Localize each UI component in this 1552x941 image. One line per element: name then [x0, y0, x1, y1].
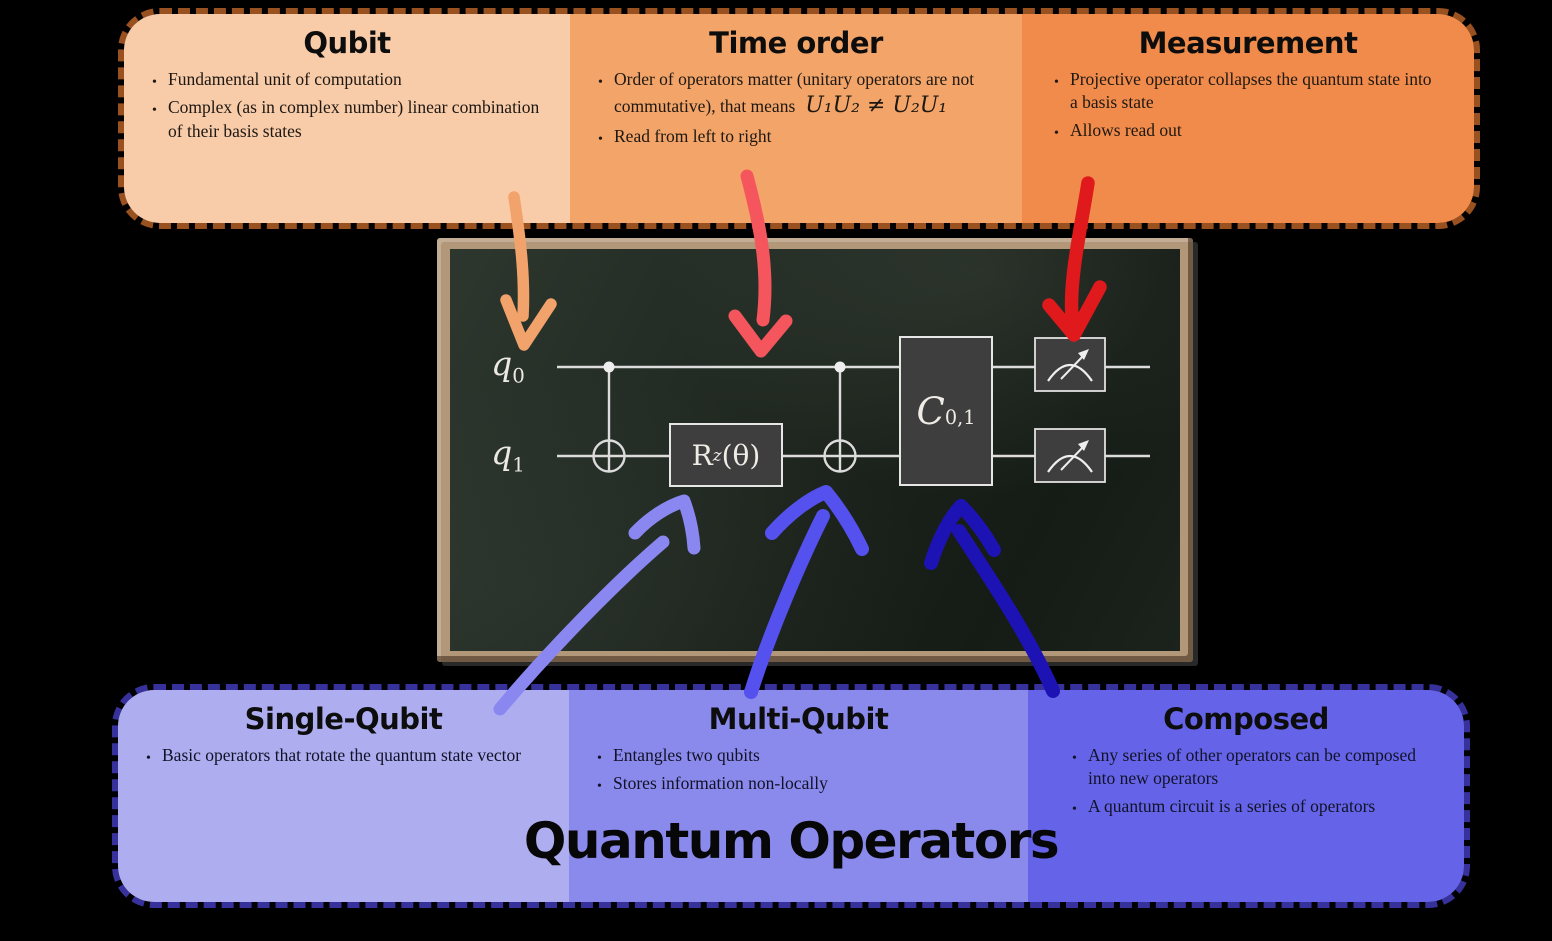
measurement-gate-q0 [1034, 337, 1106, 392]
bullet-item: A quantum circuit is a series of operato… [1072, 795, 1422, 818]
c01-base: C [916, 389, 945, 433]
rz-sub: z [712, 445, 722, 465]
section-title: Composed [1163, 702, 1329, 736]
section-title: Qubit [303, 26, 391, 60]
bullet-dot [146, 744, 162, 767]
bullet-text: Basic operators that rotate the quantum … [162, 745, 522, 765]
bullet-text: Stores information non-locally [613, 773, 828, 794]
bullet-list: Any series of other operators can be com… [1028, 744, 1464, 819]
bullet-list: Fundamental unit of computation Complex … [124, 68, 570, 143]
bullet-item: Entangles two qubits [597, 744, 1014, 767]
bullet-text: Fundamental unit of computation [168, 69, 402, 89]
cnot-target-icon [823, 439, 857, 473]
cnot-target-icon [592, 439, 626, 473]
bullet-dot [1072, 744, 1088, 767]
control-dot-icon [834, 361, 846, 373]
qubit-label-sub: 0 [512, 364, 525, 388]
bullet-text: Entangles two qubits [613, 745, 760, 765]
rz-base: R [691, 438, 713, 472]
bullet-item: Basic operators that rotate the quantum … [146, 744, 555, 767]
measurement-gate-q1 [1034, 428, 1106, 483]
bullet-item: Any series of other operators can be com… [1072, 744, 1422, 790]
bullet-text: Projective operator collapses the quantu… [1070, 69, 1432, 113]
rz-gate-box [669, 423, 783, 487]
bullet-item: Fundamental unit of computation [152, 68, 556, 91]
cnot-gate-2 [823, 361, 857, 473]
gauge-icon [1047, 440, 1093, 473]
bullet-list: Entangles two qubits Stores information … [569, 744, 1028, 796]
bullet-item: Allows read out [1054, 119, 1434, 142]
cnot-gate-1 [592, 361, 626, 473]
bullet-text: Complex (as in complex number) linear co… [168, 97, 540, 141]
bullet-text-main: Order of operators matter (unitary opera… [614, 69, 975, 117]
section-title: Measurement [1138, 26, 1358, 60]
qubit-label-base: q [491, 433, 513, 472]
section-qubit: Qubit Fundamental unit of computation Co… [124, 14, 570, 223]
page-title: Quantum Operators [523, 812, 1060, 870]
bullet-text: A quantum circuit is a series of operato… [1088, 796, 1376, 817]
rz-args: (θ) [721, 438, 761, 472]
bullet-list: Projective operator collapses the quantu… [1022, 68, 1474, 143]
section-single-qubit: Single-Qubit Basic operators that rotate… [118, 690, 569, 902]
c01-sub: 0,1 [944, 405, 976, 429]
bullet-dot [1054, 119, 1070, 142]
bullet-list: Basic operators that rotate the quantum … [118, 744, 569, 767]
bullet-dot [1054, 68, 1070, 91]
composed-gate-box [899, 336, 993, 486]
section-title: Single-Qubit [244, 702, 443, 736]
bullet-item: Complex (as in complex number) linear co… [152, 96, 556, 142]
bullet-dot [598, 68, 614, 91]
bullet-list: Order of operators matter (unitary opera… [570, 68, 1022, 149]
section-measurement: Measurement Projective operator collapse… [1022, 14, 1474, 223]
quantum-circuit [557, 336, 1150, 487]
qubit-label-sub: 1 [512, 453, 525, 477]
bullet-dot [597, 744, 613, 767]
control-dot-icon [603, 361, 615, 373]
commutation-formula: U₁U₂ ≠ U₂U₁ [805, 93, 948, 119]
section-title: Time order [709, 26, 883, 60]
bullet-text: Read from left to right [614, 126, 772, 147]
bullet-item: Read from left to right [598, 125, 1008, 148]
qubit-label-base: q [491, 344, 513, 383]
concepts-panel-top: Qubit Fundamental unit of computation Co… [118, 8, 1480, 229]
qubit-label-q1: q1 [478, 433, 538, 477]
section-title: Multi-Qubit [708, 702, 889, 736]
bullet-dot [597, 772, 613, 795]
section-composed: Composed Any series of other operators c… [1028, 690, 1464, 902]
bullet-text: Order of operators matter (unitary opera… [614, 68, 1008, 120]
bullet-dot [598, 125, 614, 148]
bullet-item: Projective operator collapses the quantu… [1054, 68, 1434, 114]
operators-panel-bottom: Single-Qubit Basic operators that rotate… [112, 684, 1470, 908]
bullet-dot [152, 96, 168, 119]
gauge-icon [1047, 349, 1093, 382]
qubit-label-q0: q0 [478, 344, 538, 388]
bullet-dot [152, 68, 168, 91]
section-time-order: Time order Order of operators matter (un… [570, 14, 1022, 223]
bullet-item: Order of operators matter (unitary opera… [598, 68, 1008, 120]
bullet-text: Allows read out [1070, 120, 1182, 141]
bullet-text: Any series of other operators can be com… [1088, 745, 1417, 789]
bullet-item: Stores information non-locally [597, 772, 1014, 795]
section-multi-qubit: Multi-Qubit Entangles two qubits Stores … [569, 690, 1028, 902]
